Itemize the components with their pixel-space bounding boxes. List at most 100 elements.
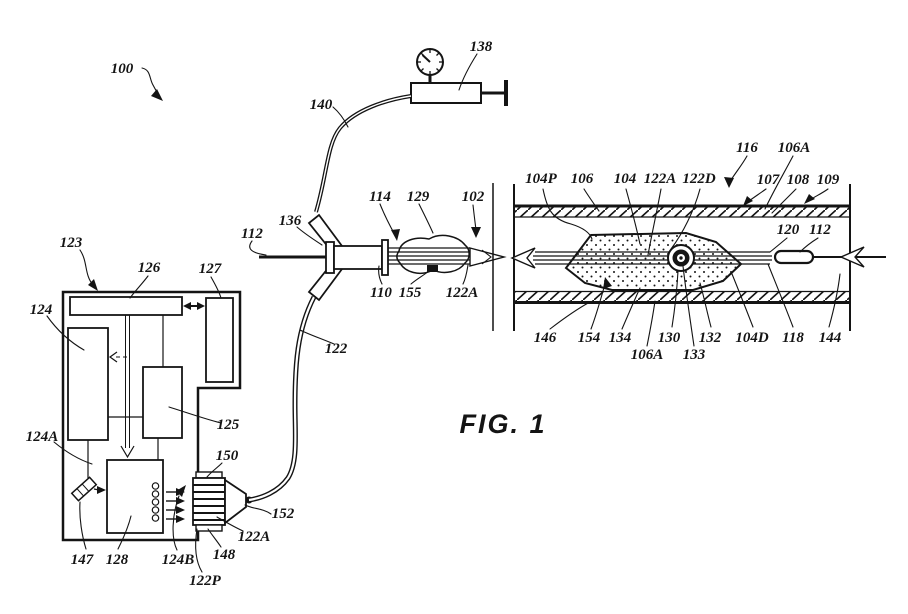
module-128 — [106, 459, 164, 534]
ref-label-109: 109 — [817, 172, 840, 188]
ref-label-112-left: 112 — [241, 226, 263, 242]
cable-connector-150 — [192, 471, 253, 532]
leader-110 — [378, 265, 383, 285]
ref-label-134: 134 — [609, 330, 632, 346]
leader-lines — [46, 53, 841, 573]
leader-124 — [46, 315, 85, 351]
leader-146 — [549, 301, 591, 330]
connector-plug-147 — [70, 476, 98, 502]
leader-140 — [332, 106, 349, 128]
shaft-taper-tip — [469, 247, 507, 267]
ref-label-122a-conn: 122A — [238, 529, 271, 545]
ref-label-106: 106 — [571, 171, 594, 187]
marker-ring — [667, 244, 695, 272]
ref-label-122d: 122D — [682, 171, 716, 187]
ref-label-155: 155 — [399, 285, 422, 301]
leader-106 — [583, 188, 600, 212]
ref-label-114: 114 — [369, 189, 391, 205]
leader-127 — [210, 276, 222, 299]
module-124 — [67, 327, 109, 441]
inflation-tube — [314, 94, 412, 213]
inflation-syringe — [410, 48, 508, 106]
ref-label-129: 129 — [407, 189, 430, 205]
leader-122p — [195, 528, 203, 573]
leader-104d — [731, 273, 754, 328]
ref-label-150: 150 — [216, 448, 239, 464]
ref-label-133: 133 — [683, 347, 706, 363]
module-125 — [142, 366, 183, 439]
figure-caption: FIG. 1 — [459, 409, 546, 439]
control-unit-outline — [61, 290, 242, 542]
leader-120 — [769, 237, 788, 253]
ref-label-107: 107 — [757, 172, 780, 188]
ref-label-148: 148 — [213, 547, 236, 563]
ref-label-124b: 124B — [162, 552, 195, 568]
arrow-dashed-124 — [108, 351, 127, 363]
ref-label-104p: 104P — [525, 171, 558, 187]
leader-152 — [244, 504, 272, 515]
wrapped-balloon-129 — [396, 234, 470, 274]
ref-label-122p: 122P — [189, 573, 222, 589]
control-unit-box — [61, 290, 253, 542]
ref-label-124a: 124A — [26, 429, 59, 445]
ref-label-130: 130 — [658, 330, 681, 346]
ports-128 — [151, 482, 160, 522]
leader-122a-shaft — [462, 264, 469, 285]
leader-108 — [771, 188, 797, 214]
ref-label-118: 118 — [782, 330, 804, 346]
ref-label-122a-shaft: 122A — [446, 285, 479, 301]
ref-label-125: 125 — [217, 417, 240, 433]
strain-relief-cone — [224, 478, 247, 525]
leader-122d — [670, 188, 701, 250]
leader-129 — [418, 203, 434, 234]
ref-label-123: 123 — [60, 235, 83, 251]
distal-capsule-120 — [773, 249, 815, 265]
ref-label-106a-top: 106A — [778, 140, 811, 156]
leader-104 — [625, 188, 641, 245]
leader-112-left — [249, 240, 267, 256]
reference-labels: 100 138 140 112 136 114 129 102 110 155 … — [26, 39, 842, 589]
catheter-shaft — [388, 183, 507, 331]
ref-label-102: 102 — [462, 189, 485, 205]
leader-122 — [299, 329, 335, 345]
ref-label-112-right: 112 — [809, 222, 831, 238]
ref-label-122a-vessel: 122A — [644, 171, 677, 187]
arrow-bus-vertical — [120, 315, 135, 459]
leader-138 — [458, 53, 478, 91]
ref-label-146: 146 — [534, 330, 557, 346]
leader-132 — [699, 282, 712, 328]
ref-label-140: 140 — [310, 97, 333, 113]
leader-112-right — [799, 237, 819, 253]
ref-label-144: 144 — [819, 330, 842, 346]
leader-130 — [671, 270, 679, 328]
ref-label-110: 110 — [370, 285, 392, 301]
leader-102 — [472, 204, 477, 231]
leader-116 — [730, 155, 748, 181]
module-126 — [69, 296, 183, 316]
ref-label-124: 124 — [30, 302, 53, 318]
leader-134 — [621, 287, 641, 330]
leader-126 — [129, 275, 149, 299]
module-127 — [205, 297, 234, 383]
ref-label-108: 108 — [787, 172, 810, 188]
ref-label-147: 147 — [71, 552, 94, 568]
ref-label-106a-bottom: 106A — [631, 347, 664, 363]
vessel-shaft-lines — [533, 251, 772, 265]
arrow-147-128 — [93, 486, 106, 494]
leader-148 — [207, 528, 222, 548]
leader-150 — [206, 462, 223, 478]
leader-124b — [172, 495, 180, 551]
ref-label-152: 152 — [272, 506, 295, 522]
leader-128 — [117, 515, 132, 550]
leader-124a — [53, 441, 93, 465]
shaft-break-left — [510, 247, 536, 269]
leader-122a-vessel — [647, 188, 662, 256]
leader-147 — [79, 501, 87, 550]
cable-122 — [248, 295, 317, 503]
inflated-balloon — [564, 231, 743, 291]
leader-106a-top — [764, 155, 794, 210]
leader-154 — [590, 283, 606, 330]
leader-125 — [168, 406, 222, 424]
